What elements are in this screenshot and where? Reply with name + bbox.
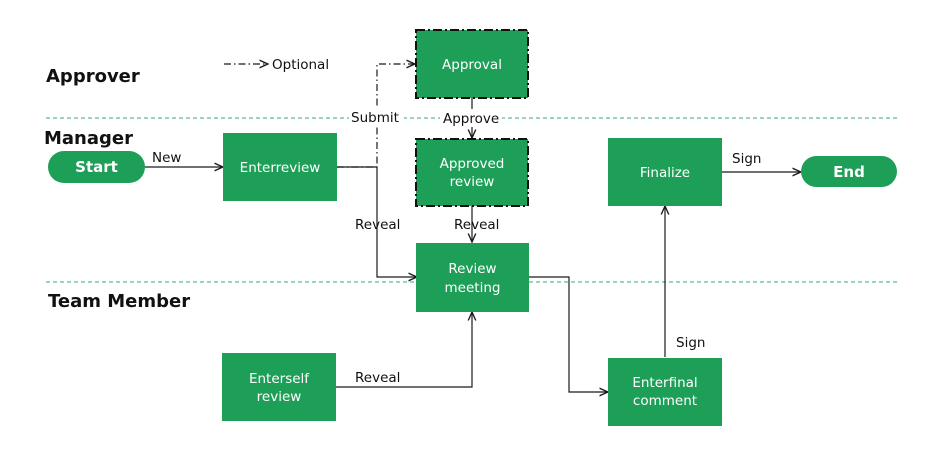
node-enter-final-comment-label-line1: Enterfinal — [632, 375, 697, 391]
edge-label-reveal-team: Reveal — [355, 370, 400, 386]
legend-optional: Optional — [224, 57, 329, 73]
node-approval-label: Approval — [442, 57, 502, 73]
edge-label-reveal-approved: Reveal — [454, 217, 499, 233]
node-approved-review: Approved review — [415, 138, 529, 207]
node-enter-final-comment-label-line2: comment — [633, 393, 697, 409]
node-enter-self-review-shape — [222, 353, 336, 421]
node-approval-shape — [416, 30, 528, 98]
edge-label-approve-bg — [440, 109, 502, 127]
edge-enter-review-to-review-meeting — [337, 166, 417, 277]
node-enter-review: Enterreview — [223, 133, 337, 201]
node-enter-self-review-label-line2: review — [257, 389, 302, 405]
edge-label-submit: Submit — [351, 110, 399, 126]
node-enter-self-review: Enterself review — [222, 353, 336, 421]
node-start: Start — [48, 151, 145, 183]
node-approved-review-label-line1: Approved — [440, 156, 505, 172]
node-approval-outline — [415, 29, 529, 99]
edge-label-sign-end: Sign — [732, 151, 761, 167]
node-enter-final-comment: Enterfinal comment — [608, 358, 722, 426]
edge-review-meeting-to-enter-final-comment — [529, 276, 608, 392]
edge-enter-self-review-to-review-meeting — [336, 312, 472, 388]
node-review-meeting-shape — [416, 243, 529, 312]
node-start-label: Start — [75, 158, 118, 176]
lane-label-manager: Manager — [44, 128, 133, 149]
node-approved-review-label-line2: review — [450, 174, 495, 190]
node-approved-review-shape — [416, 139, 528, 206]
node-review-meeting-label-line1: Review — [448, 261, 496, 277]
node-approved-review-outline — [415, 138, 529, 207]
node-end: End — [801, 156, 897, 187]
edge-label-new: New — [152, 150, 181, 166]
node-finalize-shape — [608, 138, 722, 206]
node-enter-final-comment-shape — [608, 358, 722, 426]
node-approval: Approval — [415, 29, 529, 99]
node-start-shape — [48, 151, 145, 183]
edge-label-sign-final: Sign — [676, 335, 705, 351]
node-enter-self-review-label-line1: Enterself — [249, 371, 310, 387]
node-enter-review-shape — [223, 133, 337, 201]
lane-label-team-member: Team Member — [48, 291, 190, 312]
node-finalize-label: Finalize — [640, 165, 690, 181]
node-review-meeting: Review meeting — [416, 243, 529, 312]
node-end-label: End — [833, 163, 865, 181]
node-review-meeting-label-line2: meeting — [445, 280, 501, 296]
node-finalize: Finalize — [608, 138, 722, 206]
edge-label-submit-bg — [349, 108, 404, 126]
legend-optional-label: Optional — [272, 57, 329, 73]
node-end-shape — [801, 156, 897, 187]
node-enter-review-label: Enterreview — [240, 160, 321, 176]
edge-label-approve: Approve — [443, 111, 499, 127]
lane-label-approver: Approver — [46, 66, 140, 87]
edge-label-reveal-manager: Reveal — [355, 217, 400, 233]
